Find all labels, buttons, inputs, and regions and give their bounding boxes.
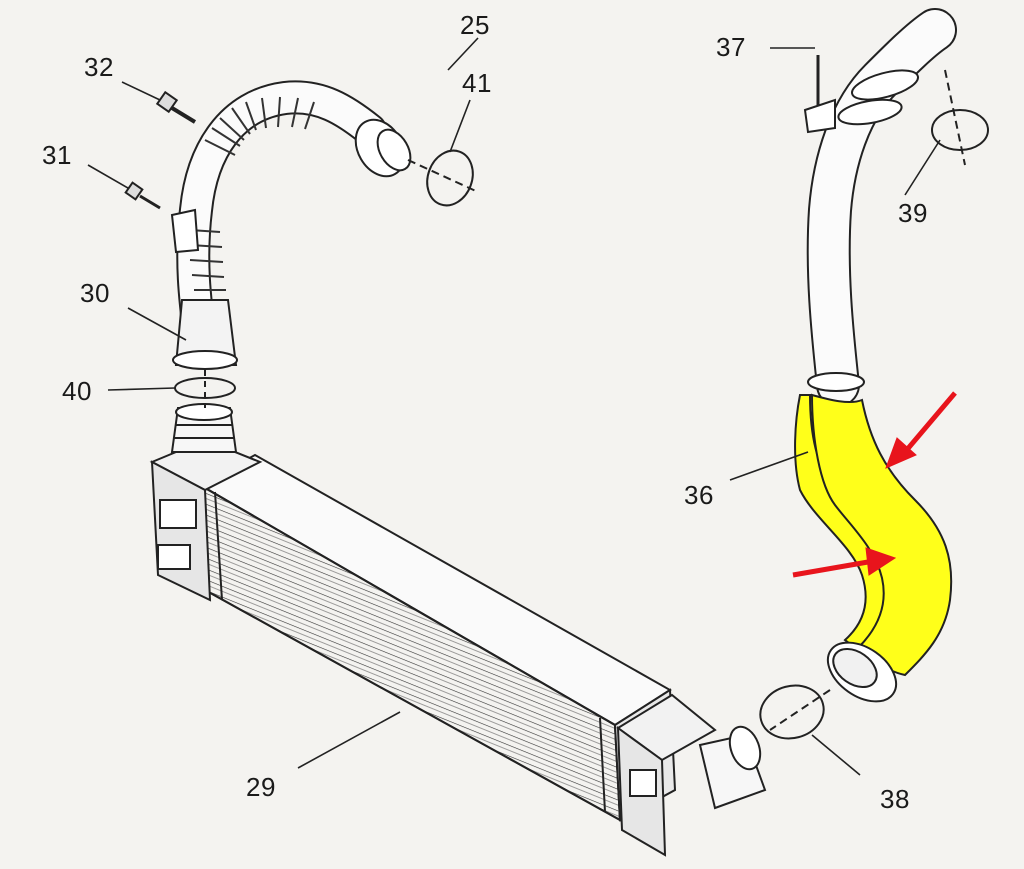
red-arrow-icon <box>885 391 957 469</box>
bolt-31 <box>124 181 161 210</box>
bolt-32 <box>155 90 197 124</box>
right-upper-hose <box>803 8 966 407</box>
seal-ring-39 <box>931 109 989 151</box>
part-label-25: 25 <box>460 10 490 40</box>
part-label-39: 39 <box>898 198 928 228</box>
part-label-32: 32 <box>84 52 114 82</box>
left-hose-assembly <box>170 80 479 408</box>
part-label-29: 29 <box>246 772 276 802</box>
part-label-36: 36 <box>684 480 714 510</box>
seal-ring-38 <box>759 684 825 740</box>
part-label-38: 38 <box>880 784 910 814</box>
intercooler <box>149 403 767 857</box>
part-label-37: 37 <box>716 32 746 62</box>
part-label-41: 41 <box>462 68 492 98</box>
red-arrow-icon <box>792 547 897 578</box>
part-label-40: 40 <box>62 376 92 406</box>
seal-ring-41 <box>426 149 474 207</box>
leader-lines <box>87 37 941 776</box>
highlighted-hose-36 <box>769 393 953 731</box>
part-label-31: 31 <box>42 140 72 170</box>
part-label-30: 30 <box>80 278 110 308</box>
